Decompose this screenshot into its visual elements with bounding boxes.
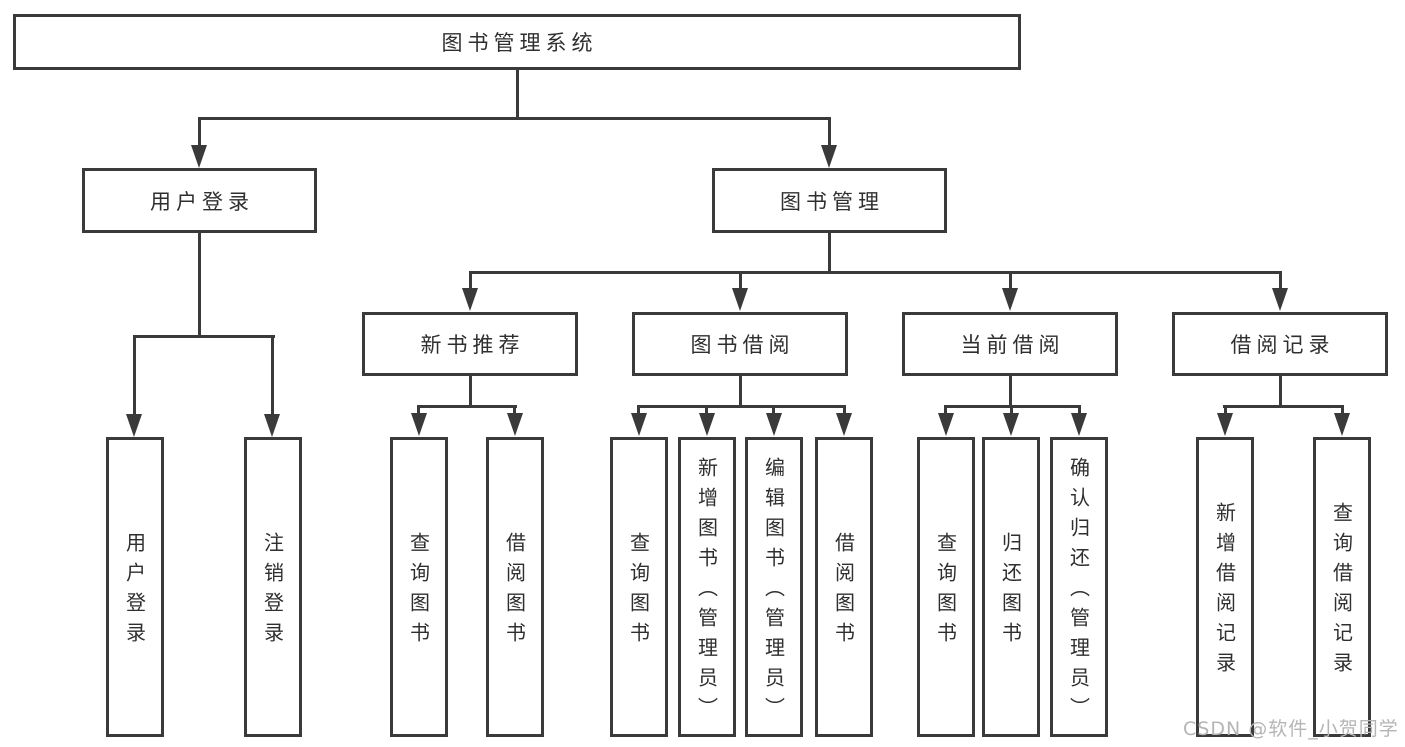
connector-line bbox=[843, 405, 846, 417]
connector-line bbox=[1010, 405, 1013, 417]
arrowhead bbox=[462, 288, 478, 311]
node-borrow-records: 借阅记录 bbox=[1172, 312, 1388, 376]
leaf-edit-books-admin: 编辑图书（管理员） bbox=[745, 437, 803, 737]
arrowhead bbox=[507, 413, 523, 436]
leaf-logout-label: 注销登录 bbox=[260, 532, 285, 652]
leaf-query-borrow-record-label: 查询借阅记录 bbox=[1329, 502, 1354, 682]
leaf-borrow-books-label: 借阅图书 bbox=[831, 532, 856, 652]
connector-line bbox=[417, 405, 517, 408]
leaf-edit-books-admin-label: 编辑图书（管理员） bbox=[761, 457, 786, 727]
node-new-book-recommend-label: 新书推荐 bbox=[420, 333, 525, 357]
leaf-confirm-return-admin: 确认归还（管理员） bbox=[1050, 437, 1108, 737]
node-library-system-label: 图书管理系统 bbox=[441, 31, 598, 55]
connector-line bbox=[1341, 405, 1344, 417]
connector-line bbox=[739, 376, 742, 407]
arrowhead bbox=[821, 145, 837, 168]
leaf-current-query-books: 查询图书 bbox=[917, 437, 975, 737]
leaf-logout: 注销登录 bbox=[244, 437, 302, 737]
connector-line bbox=[705, 405, 708, 417]
leaf-rec-borrow-books-label: 借阅图书 bbox=[502, 532, 527, 652]
connector-line bbox=[1078, 405, 1081, 417]
node-user-login-label: 用户登录 bbox=[150, 189, 254, 214]
connector-line bbox=[198, 117, 831, 120]
node-book-management-label: 图书管理 bbox=[780, 189, 884, 214]
node-current-borrow: 当前借阅 bbox=[902, 312, 1118, 376]
leaf-rec-query-books: 查询图书 bbox=[390, 437, 448, 737]
arrowhead bbox=[126, 414, 142, 437]
leaf-add-borrow-record-label: 新增借阅记录 bbox=[1212, 502, 1237, 682]
connector-line bbox=[133, 335, 275, 338]
arrowhead bbox=[699, 413, 715, 436]
connector-line bbox=[1009, 376, 1012, 407]
leaf-add-books-admin: 新增图书（管理员） bbox=[678, 437, 736, 737]
connector-line bbox=[944, 405, 947, 417]
connector-line bbox=[271, 335, 274, 416]
leaf-add-books-admin-label: 新增图书（管理员） bbox=[694, 457, 719, 727]
leaf-rec-borrow-books: 借阅图书 bbox=[486, 437, 544, 737]
node-user-login: 用户登录 bbox=[82, 168, 317, 233]
leaf-rec-query-books-label: 查询图书 bbox=[406, 532, 431, 652]
connector-line bbox=[1279, 271, 1282, 291]
connector-line bbox=[417, 405, 420, 417]
arrowhead bbox=[1217, 413, 1233, 436]
watermark: CSDN @软件_小贺同学 bbox=[1183, 718, 1399, 740]
leaf-user-login: 用户登录 bbox=[106, 437, 164, 737]
connector-line bbox=[513, 405, 516, 417]
node-current-borrow-label: 当前借阅 bbox=[960, 333, 1065, 357]
node-borrow-records-label: 借阅记录 bbox=[1230, 333, 1335, 357]
leaf-current-query-books-label: 查询图书 bbox=[933, 532, 958, 652]
connector-line bbox=[1279, 376, 1282, 407]
arrowhead bbox=[191, 145, 207, 168]
connector-line bbox=[637, 405, 640, 417]
connector-line bbox=[198, 233, 201, 338]
node-book-borrow: 图书借阅 bbox=[632, 312, 848, 376]
leaf-borrow-query-books: 查询图书 bbox=[610, 437, 668, 737]
node-book-borrow-label: 图书借阅 bbox=[690, 333, 795, 357]
arrowhead bbox=[1334, 413, 1350, 436]
leaf-user-login-label: 用户登录 bbox=[122, 532, 147, 652]
leaf-query-borrow-record: 查询借阅记录 bbox=[1313, 437, 1371, 737]
node-book-management: 图书管理 bbox=[712, 168, 947, 233]
leaf-confirm-return-admin-label: 确认归还（管理员） bbox=[1066, 457, 1091, 727]
connector-line bbox=[133, 335, 136, 416]
node-new-book-recommend: 新书推荐 bbox=[362, 312, 578, 376]
arrowhead bbox=[732, 288, 748, 311]
arrowhead bbox=[411, 413, 427, 436]
arrowhead bbox=[766, 413, 782, 436]
arrowhead bbox=[264, 414, 280, 437]
connector-line bbox=[828, 233, 831, 274]
connector-line bbox=[637, 405, 846, 408]
arrowhead bbox=[1071, 413, 1087, 436]
arrowhead bbox=[631, 413, 647, 436]
connector-line bbox=[198, 117, 201, 147]
connector-line bbox=[469, 271, 472, 291]
arrowhead bbox=[1002, 288, 1018, 311]
connector-line bbox=[1223, 405, 1344, 408]
leaf-add-borrow-record: 新增借阅记录 bbox=[1196, 437, 1254, 737]
node-library-system: 图书管理系统 bbox=[13, 14, 1021, 70]
arrowhead bbox=[1272, 288, 1288, 311]
leaf-return-books-label: 归还图书 bbox=[998, 532, 1023, 652]
arrowhead bbox=[938, 413, 954, 436]
connector-line bbox=[1224, 405, 1227, 417]
arrowhead bbox=[836, 413, 852, 436]
leaf-borrow-query-books-label: 查询图书 bbox=[626, 532, 651, 652]
connector-line bbox=[516, 70, 519, 120]
connector-line bbox=[1009, 271, 1012, 291]
leaf-return-books: 归还图书 bbox=[982, 437, 1040, 737]
arrowhead bbox=[1003, 413, 1019, 436]
connector-line bbox=[469, 271, 1282, 274]
connector-line bbox=[739, 271, 742, 291]
connector-line bbox=[469, 376, 472, 407]
connector-line bbox=[828, 117, 831, 147]
connector-line bbox=[772, 405, 775, 417]
leaf-borrow-books: 借阅图书 bbox=[815, 437, 873, 737]
